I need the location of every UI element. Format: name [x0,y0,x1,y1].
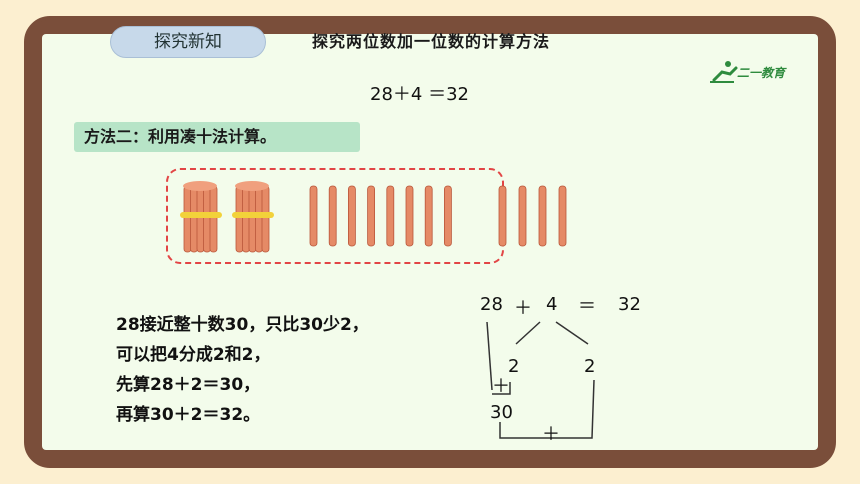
bundle-2-stick [235,185,244,253]
diagram-result: 32 [618,294,641,315]
lesson-title: 探究两位数加一位数的计算方法 [312,32,551,51]
explanation-line-2: 可以把4分成2和2， [116,345,271,365]
single-stick [386,185,395,247]
single-stick [309,185,318,247]
single-stick [347,185,356,247]
bundle-1-stick [209,185,218,253]
explanation-line-4: 再算30＋2＝32。 [116,405,261,425]
logo-runner-icon [710,61,738,83]
bundle-1-stick [183,185,192,253]
bundle-2-stick [242,185,250,253]
bundle-1-tie [180,212,222,218]
diagram-split-right: 2 [584,356,596,377]
bundle-1-stick [196,185,205,253]
diagram-intermediate: 30 [490,402,513,423]
method-label: 方法二：利用凑十法计算。 [74,122,360,152]
diagram-plus-2: ＋ [492,376,510,397]
logo-text: 二一教育 [737,66,786,80]
bundle-1-stick [203,185,211,253]
main-equation: 28＋4 ＝32 [370,84,469,105]
extra-stick [498,185,507,247]
extra-stick [558,185,567,247]
single-stick [367,185,376,247]
bundle-2-stick [255,185,263,253]
explanation-line-3: 先算28＋2＝30， [116,375,261,395]
bundle-1-stick [190,185,198,253]
single-stick [405,185,414,247]
bundle-2-tie [232,212,274,218]
extra-stick [538,185,547,247]
diagram-equals: ＝ [578,296,596,317]
diagram-split-left: 2 [508,356,520,377]
single-stick [328,185,337,247]
explanation-line-1: 28接近整十数30，只比30少2， [116,315,369,335]
diagram-plus-3: ＋ [542,424,560,445]
diagram-addend-a: 28 [480,294,503,315]
bundle-2-stick [248,185,257,253]
single-stick [424,185,433,247]
bundle-2-stick [261,185,270,253]
single-stick [443,185,452,247]
diagram-plus: ＋ [514,298,532,319]
extra-stick [518,185,527,247]
bundle-2-top [235,181,269,191]
decomposition-diagram: 28 ＋ 4 ＝ 32 2 2 ＋ 30 ＋ [470,286,650,446]
bundle-1-top [183,181,217,191]
section-tag: 探究新知 [110,26,266,58]
diagram-addend-b: 4 [546,294,558,315]
